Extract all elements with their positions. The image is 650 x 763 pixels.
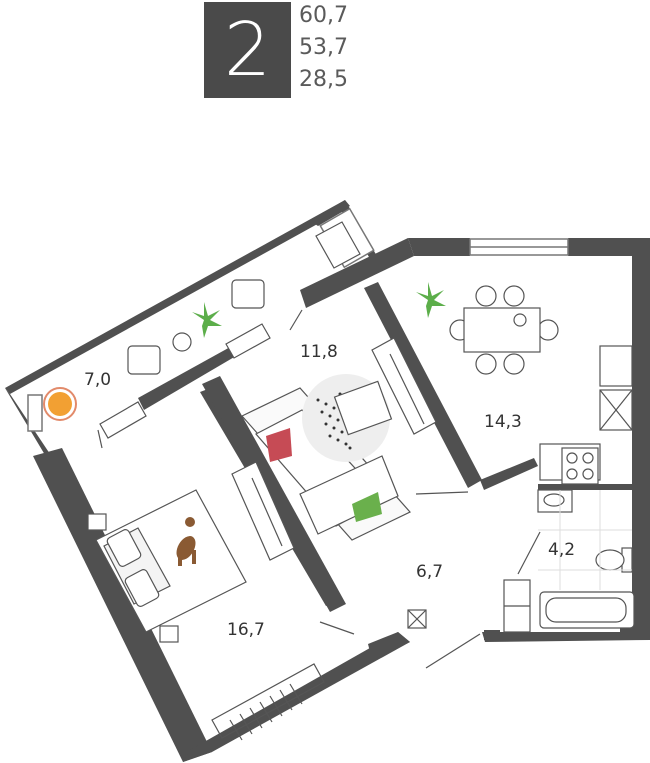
- tv-units: [231, 337, 437, 561]
- balcony-furniture: [99, 221, 361, 439]
- bathtub-icon: [539, 591, 635, 629]
- area-total: 60,7: [299, 3, 348, 28]
- area-summary: 60,7 53,7 28,5: [299, 0, 348, 96]
- label-bedroom: 16,7: [227, 620, 265, 640]
- table-icon: [449, 285, 559, 375]
- doors: [97, 309, 541, 669]
- area-living: 53,7: [299, 35, 348, 60]
- toilet-icon: [595, 547, 633, 573]
- sink-icon: [537, 489, 573, 513]
- dog-icon: [176, 517, 196, 566]
- label-balcony: 7,0: [84, 370, 112, 390]
- label-bathroom: 4,2: [548, 540, 576, 560]
- pillow-green: [352, 492, 382, 522]
- rooms-count: 2: [223, 7, 272, 93]
- bathroom-tiles: [538, 490, 632, 590]
- plant-icon: [192, 282, 446, 338]
- rug: [302, 374, 393, 462]
- corridor-wardrobe: [407, 579, 531, 633]
- stove-icon: [561, 447, 599, 485]
- wardrobe: [211, 663, 325, 741]
- label-corridor: 6,7: [416, 562, 444, 582]
- rooms-count-badge: 2: [204, 2, 291, 98]
- bed: [87, 489, 247, 643]
- chair-icon: [43, 387, 77, 421]
- area-kitchen: 28,5: [299, 67, 348, 92]
- pillow-red: [266, 428, 292, 462]
- label-kitchen: 14,3: [484, 412, 522, 432]
- label-hall-living: 11,8: [300, 342, 338, 362]
